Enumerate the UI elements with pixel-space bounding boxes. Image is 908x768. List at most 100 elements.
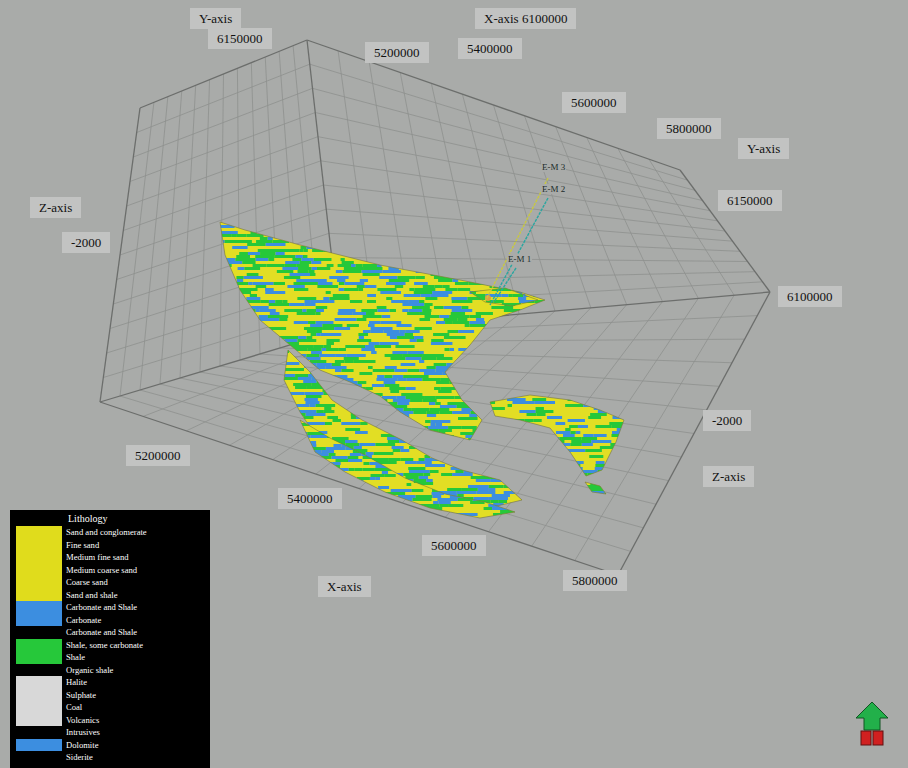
lithology-patch — [339, 348, 346, 351]
lithology-patch — [488, 225, 502, 228]
lithology-patch — [361, 270, 382, 273]
lithology-patch — [461, 459, 467, 462]
lithology-patch — [448, 441, 467, 444]
icon-arrow — [856, 702, 888, 730]
lithology-patch — [384, 381, 396, 384]
lithology-patch — [378, 507, 385, 510]
lithology-patch — [409, 288, 414, 291]
lithology-patch — [568, 398, 587, 401]
lithology-patch — [253, 429, 268, 432]
lithology-patch — [490, 374, 508, 377]
lithology-patch — [379, 405, 384, 408]
lithology-patch — [364, 386, 381, 389]
lithology-patch — [563, 434, 575, 437]
lithology-patch — [237, 279, 244, 282]
lithology-patch — [255, 255, 274, 258]
lithology-patch — [366, 444, 386, 447]
lithology-patch — [366, 453, 379, 456]
lithology-patch — [522, 357, 535, 360]
lithology-patch — [363, 273, 380, 276]
lithology-patch — [372, 498, 394, 501]
lithology-patch — [512, 443, 523, 446]
lithology-patch — [351, 435, 356, 438]
lithology-patch — [477, 459, 482, 462]
lithology-patch — [249, 426, 265, 429]
lithology-patch — [442, 407, 446, 410]
lithology-patch — [464, 470, 477, 473]
lithology-patch — [251, 408, 261, 411]
lithology-patch — [326, 479, 342, 482]
lithology-patch — [513, 501, 520, 504]
lithology-patch — [465, 363, 469, 366]
lithology-patch — [414, 398, 418, 401]
lithology-patch — [476, 264, 490, 267]
lithology-patch — [393, 359, 401, 362]
lithology-patch — [449, 444, 458, 447]
lithology-patch — [284, 404, 296, 407]
lithology-patch — [256, 285, 267, 288]
lithology-patch — [409, 309, 423, 312]
lithology-patch — [248, 282, 252, 285]
lithology-patch — [248, 327, 264, 330]
lithology-patch — [302, 231, 317, 234]
lithology-patch — [296, 423, 300, 426]
lithology-patch — [408, 369, 420, 372]
lithology-patch — [298, 410, 316, 413]
lithology-patch — [482, 455, 495, 458]
lithology-patch — [260, 318, 280, 321]
lithology-patch — [464, 483, 485, 486]
lithology-patch — [374, 452, 394, 455]
lithology-patch — [275, 300, 282, 303]
lithology-patch — [414, 288, 435, 291]
lithology-patch — [603, 404, 612, 407]
lithology-patch — [435, 285, 443, 288]
lithology-patch — [298, 270, 309, 273]
lithology-patch — [392, 395, 398, 398]
lithology-patch — [300, 516, 311, 519]
lithology-patch — [358, 381, 367, 384]
lithology-patch — [527, 354, 541, 357]
lithology-patch — [476, 318, 484, 321]
lithology-patch — [479, 356, 491, 359]
lithology-patch — [486, 377, 495, 380]
lithology-patch — [261, 378, 265, 381]
lithology-patch — [351, 389, 362, 392]
lithology-patch — [611, 434, 622, 437]
lithology-patch — [461, 449, 479, 452]
lithology-patch — [430, 470, 439, 473]
lithology-patch — [397, 402, 409, 405]
lithology-patch — [284, 309, 302, 312]
lithology-patch — [515, 435, 521, 438]
lithology-patch — [394, 369, 407, 372]
lithology-patch — [510, 318, 528, 321]
lithology-patch — [531, 446, 544, 449]
lithology-patch — [462, 387, 482, 390]
lithology-patch — [452, 473, 473, 476]
lithology-patch — [485, 357, 499, 360]
lithology-patch — [550, 458, 568, 461]
lithology-patch — [511, 428, 529, 431]
lithology-patch — [317, 267, 330, 270]
lithology-patch — [343, 476, 352, 479]
lithology-patch — [320, 333, 341, 336]
lithology-patch — [487, 419, 491, 422]
lithology-patch — [289, 303, 304, 306]
lithology-patch — [406, 434, 417, 437]
lithology-patch — [424, 509, 437, 512]
lithology-patch — [340, 393, 357, 396]
lithology-patch — [427, 377, 445, 380]
lithology-patch — [387, 422, 397, 425]
lithology-patch — [407, 312, 419, 315]
lithology-patch — [419, 312, 431, 315]
lithology-patch — [228, 408, 233, 411]
lithology-patch — [305, 398, 318, 401]
lithology-patch — [284, 431, 303, 434]
lithology-patch — [495, 431, 504, 434]
lithology-patch — [479, 471, 497, 474]
lithology-patch — [501, 327, 520, 330]
lithology-patch — [264, 420, 283, 423]
lithology-patch — [469, 480, 475, 483]
lithology-patch — [526, 384, 547, 387]
lithology-patch — [425, 462, 430, 465]
lithology-patch — [419, 369, 435, 372]
